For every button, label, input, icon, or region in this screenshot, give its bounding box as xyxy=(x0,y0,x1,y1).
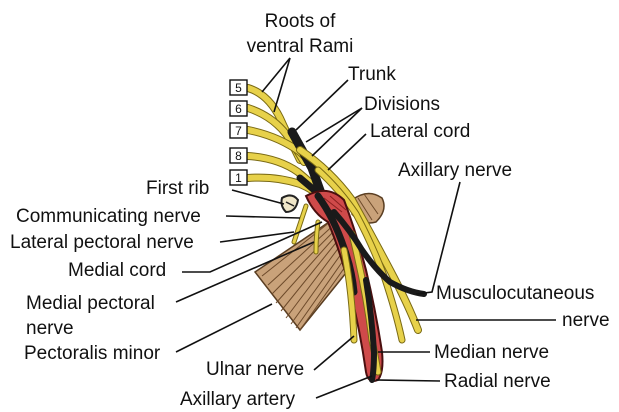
label-roots-line2: ventral Rami xyxy=(247,36,354,57)
label-musculocutaneous-line2: nerve xyxy=(562,310,610,331)
text-labels: Roots of ventral Rami Trunk Divisions La… xyxy=(10,11,610,410)
label-lateral-cord: Lateral cord xyxy=(370,121,470,142)
label-first-rib: First rib xyxy=(146,178,209,199)
label-medial-pectoral-line1: Medial pectoral xyxy=(26,293,155,314)
root-box-t1: 1 xyxy=(235,171,242,185)
label-ulnar-nerve: Ulnar nerve xyxy=(206,359,304,380)
nerve-roots xyxy=(248,88,322,198)
label-pectoralis-minor: Pectoralis minor xyxy=(24,343,161,364)
root-box-c7: 7 xyxy=(235,124,242,138)
label-musculocutaneous-line1: Musculocutaneous xyxy=(436,283,594,304)
label-communicating-nerve: Communicating nerve xyxy=(16,206,201,227)
label-roots-line1: Roots of xyxy=(265,11,336,32)
label-axillary-artery: Axillary artery xyxy=(180,389,296,410)
label-medial-pectoral-line2: nerve xyxy=(26,318,74,339)
root-number-boxes: 5 6 7 8 1 xyxy=(230,80,247,185)
label-median-nerve: Median nerve xyxy=(434,342,549,363)
label-trunk: Trunk xyxy=(348,64,396,85)
label-divisions: Divisions xyxy=(364,94,440,115)
label-medial-cord: Medial cord xyxy=(68,260,166,281)
label-axillary-nerve: Axillary nerve xyxy=(398,160,512,181)
root-box-c8: 8 xyxy=(235,149,242,163)
label-radial-nerve: Radial nerve xyxy=(444,371,551,392)
label-lateral-pectoral-nerve: Lateral pectoral nerve xyxy=(10,232,194,253)
root-box-c6: 6 xyxy=(235,102,242,116)
root-box-c5: 5 xyxy=(235,81,242,95)
